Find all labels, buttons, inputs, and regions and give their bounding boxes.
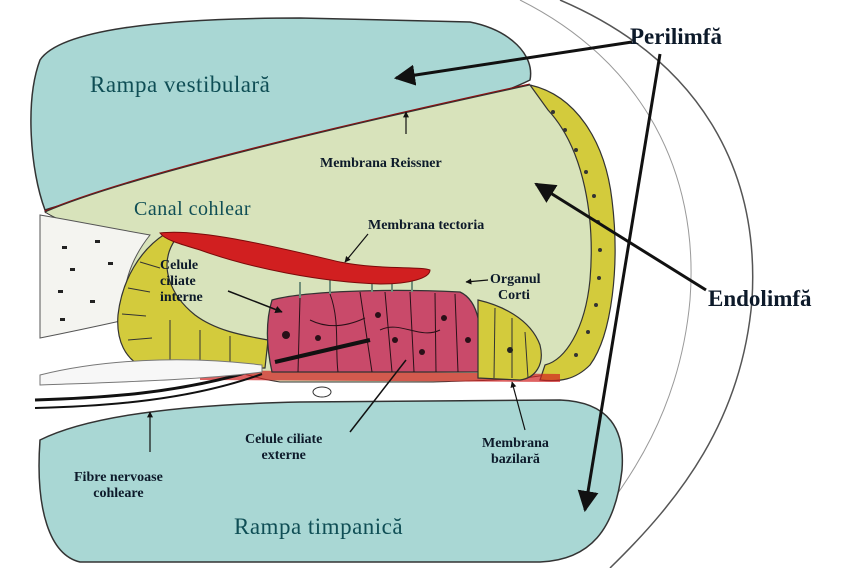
label-fibre-nervoase-cohleare: Fibre nervoase cohleare (74, 470, 163, 502)
label-celule-ciliate-externe: Celule ciliate externe (245, 432, 322, 464)
label-celule-ciliate-externe-line1: Celule ciliate (245, 432, 322, 448)
label-membrana-tectoria: Membrana tectoria (368, 218, 484, 234)
label-celule-ciliate-interne: Celule ciliate interne (160, 258, 203, 306)
label-canal-cohlear: Canal cohlear (134, 198, 251, 221)
label-organul-corti-line2: Corti (490, 288, 541, 304)
label-endolimfa: Endolimfă (708, 286, 812, 312)
label-membrana-bazilara: Membrana bazilară (482, 436, 549, 468)
label-fibre-nervoase-line2: cohleare (74, 486, 163, 502)
label-rampa-vestibulara: Rampa vestibulară (90, 72, 270, 98)
label-perilimfa: Perilimfă (630, 24, 722, 50)
label-membrana-reissner: Membrana Reissner (320, 156, 442, 172)
label-celule-ciliate-interne-line3: interne (160, 290, 203, 306)
label-celule-ciliate-interne-line2: ciliate (160, 274, 203, 290)
label-celule-ciliate-externe-line2: externe (245, 448, 322, 464)
label-organul-corti: Organul Corti (490, 272, 541, 304)
label-membrana-bazilara-line1: Membrana (482, 436, 549, 452)
label-rampa-timpanica: Rampa timpanică (234, 514, 403, 540)
label-fibre-nervoase-line1: Fibre nervoase (74, 470, 163, 486)
vessel (313, 387, 331, 397)
label-organul-corti-line1: Organul (490, 272, 541, 288)
label-membrana-bazilara-line2: bazilară (482, 452, 549, 468)
spiral-lamina (40, 360, 262, 385)
label-celule-ciliate-interne-line1: Celule (160, 258, 203, 274)
